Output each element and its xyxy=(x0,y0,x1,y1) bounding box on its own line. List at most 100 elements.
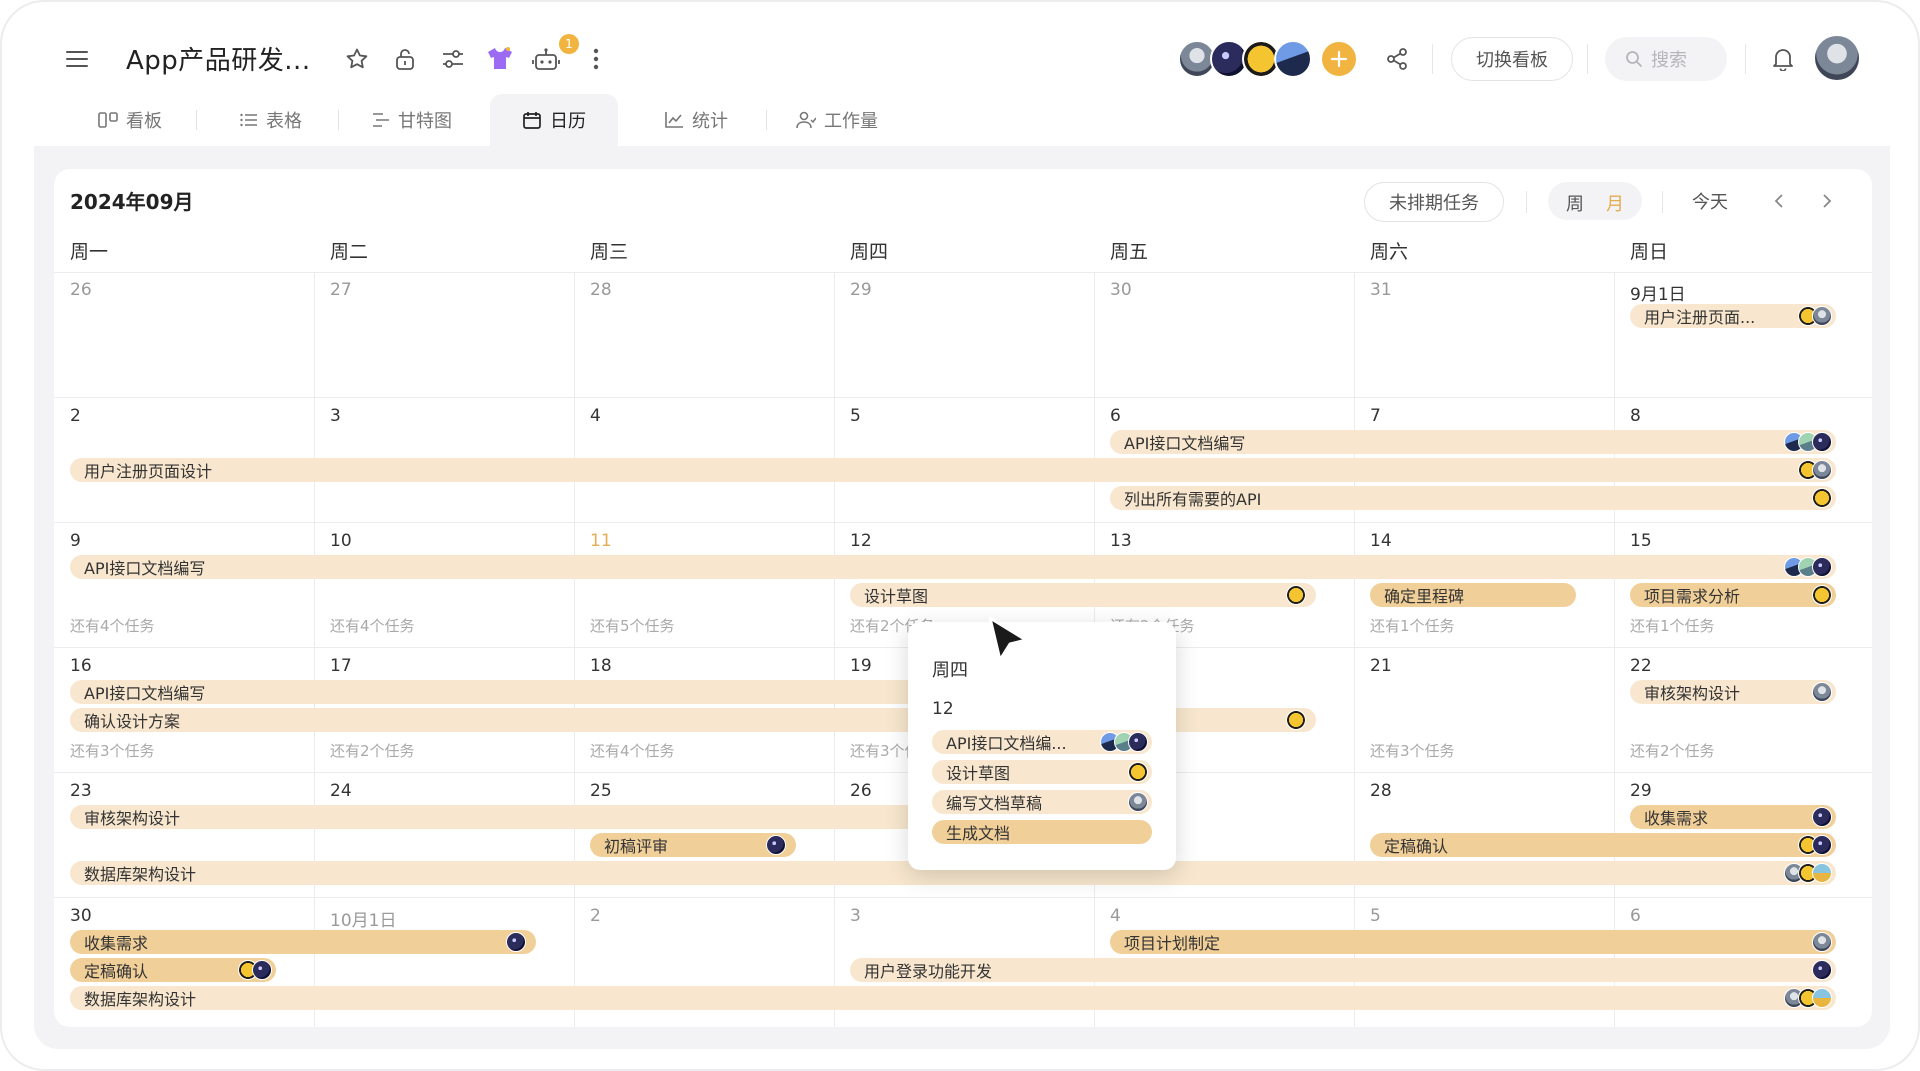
star-icon[interactable] xyxy=(342,44,372,74)
task-bar[interactable]: API接口文档编写 xyxy=(1110,430,1836,454)
task-bar[interactable]: 定稿确认 xyxy=(70,958,276,982)
day-number[interactable]: 5 xyxy=(1370,906,1381,926)
day-number[interactable]: 24 xyxy=(330,781,352,801)
day-number[interactable]: 26 xyxy=(850,781,872,801)
popover-task[interactable]: API接口文档编... xyxy=(932,730,1152,754)
day-number[interactable]: 3 xyxy=(850,906,861,926)
tab-stats[interactable]: 统计 xyxy=(664,94,728,146)
day-number[interactable]: 13 xyxy=(1110,531,1132,551)
project-title[interactable]: App产品研发... xyxy=(126,46,311,76)
day-tasks-popover[interactable]: 周四 12 API接口文档编... 设计草图 编写文档草稿 生成文档 xyxy=(908,622,1176,870)
task-bar[interactable]: API接口文档编写 xyxy=(70,680,960,704)
day-number[interactable]: 28 xyxy=(590,280,612,300)
theme-shirt-icon[interactable] xyxy=(484,42,516,74)
more-tasks-link[interactable]: 还有2个任务 xyxy=(1630,742,1715,760)
add-member-button[interactable] xyxy=(1320,40,1358,78)
tab-calendar[interactable]: 日历 xyxy=(490,94,618,146)
task-bar[interactable]: 数据库架构设计 xyxy=(70,986,1836,1010)
task-bar[interactable]: 收集需求 xyxy=(70,930,536,954)
prev-month-button[interactable] xyxy=(1766,187,1792,215)
day-number[interactable]: 19 xyxy=(850,656,872,676)
lock-icon[interactable] xyxy=(390,44,420,74)
day-number[interactable]: 8 xyxy=(1630,406,1641,426)
day-number[interactable]: 30 xyxy=(1110,280,1132,300)
task-bar[interactable]: 收集需求 xyxy=(1630,805,1836,829)
day-number[interactable]: 6 xyxy=(1110,406,1121,426)
day-number[interactable]: 3 xyxy=(330,406,341,426)
day-number[interactable]: 9 xyxy=(70,531,81,551)
more-tasks-link[interactable]: 还有5个任务 xyxy=(590,617,675,635)
day-number[interactable]: 16 xyxy=(70,656,92,676)
day-number[interactable]: 2 xyxy=(70,406,81,426)
share-icon[interactable] xyxy=(1382,44,1412,74)
task-bar[interactable]: 项目需求分析 xyxy=(1630,583,1836,607)
avatar[interactable] xyxy=(1274,40,1312,78)
day-number[interactable]: 15 xyxy=(1630,531,1652,551)
menu-icon[interactable] xyxy=(62,44,92,74)
day-number[interactable]: 4 xyxy=(1110,906,1121,926)
filter-sliders-icon[interactable] xyxy=(438,44,468,74)
day-number[interactable]: 31 xyxy=(1370,280,1392,300)
switch-board-button[interactable]: 切换看板 xyxy=(1451,37,1573,81)
avatar[interactable] xyxy=(1242,40,1280,78)
task-bar[interactable]: 审核架构设计 xyxy=(70,805,960,829)
day-number[interactable]: 17 xyxy=(330,656,352,676)
day-number[interactable]: 14 xyxy=(1370,531,1392,551)
popover-task[interactable]: 编写文档草稿 xyxy=(932,790,1152,814)
day-number[interactable]: 23 xyxy=(70,781,92,801)
day-number[interactable]: 18 xyxy=(590,656,612,676)
more-tasks-link[interactable]: 还有3个任务 xyxy=(1370,742,1455,760)
more-tasks-link[interactable]: 还有2个任务 xyxy=(330,742,415,760)
more-tasks-link[interactable]: 还有3个任务 xyxy=(70,742,155,760)
avatar[interactable] xyxy=(1178,40,1216,78)
task-bar[interactable]: 项目计划制定 xyxy=(1110,930,1836,954)
day-number[interactable]: 28 xyxy=(1370,781,1392,801)
day-number[interactable]: 4 xyxy=(590,406,601,426)
task-bar[interactable]: API接口文档编写 xyxy=(70,555,1836,579)
day-number[interactable]: 25 xyxy=(590,781,612,801)
task-bar[interactable]: 初稿评审 xyxy=(590,833,796,857)
task-bar[interactable]: 用户注册页面设计 xyxy=(70,458,1836,482)
view-month-option[interactable]: 月 xyxy=(1606,194,1624,215)
tab-table[interactable]: 表格 xyxy=(240,94,302,146)
popover-task[interactable]: 设计草图 xyxy=(932,760,1152,784)
task-bar[interactable]: 设计草图 xyxy=(850,583,1316,607)
user-avatar[interactable] xyxy=(1815,36,1859,80)
task-bar[interactable]: 用户注册页面... xyxy=(1630,304,1836,328)
day-number[interactable]: 22 xyxy=(1630,656,1652,676)
more-vertical-icon[interactable] xyxy=(582,44,610,74)
day-number[interactable]: 30 xyxy=(70,906,92,926)
next-month-button[interactable] xyxy=(1814,187,1840,215)
day-number[interactable]: 29 xyxy=(850,280,872,300)
day-number[interactable]: 2 xyxy=(590,906,601,926)
day-number[interactable]: 9月1日 xyxy=(1630,285,1686,305)
view-mode-toggle[interactable]: 周 月 xyxy=(1548,182,1642,220)
task-bar[interactable]: 用户登录功能开发 xyxy=(850,958,1836,982)
unscheduled-tasks-button[interactable]: 未排期任务 xyxy=(1364,182,1504,222)
robot-icon[interactable] xyxy=(530,44,562,76)
today-day-number[interactable]: 11 xyxy=(590,531,612,551)
task-bar[interactable]: 审核架构设计 xyxy=(1630,680,1836,704)
day-number[interactable]: 7 xyxy=(1370,406,1381,426)
more-tasks-link[interactable]: 还有4个任务 xyxy=(70,617,155,635)
day-number[interactable]: 12 xyxy=(850,531,872,551)
day-number[interactable]: 5 xyxy=(850,406,861,426)
bell-icon[interactable] xyxy=(1768,44,1798,74)
task-bar[interactable]: 数据库架构设计 xyxy=(70,861,1836,885)
day-number[interactable]: 27 xyxy=(330,280,352,300)
day-number[interactable]: 21 xyxy=(1370,656,1392,676)
day-number[interactable]: 10月1日 xyxy=(330,911,397,931)
tab-workload[interactable]: 工作量 xyxy=(796,94,878,146)
day-number[interactable]: 6 xyxy=(1630,906,1641,926)
more-tasks-link[interactable]: 还有4个任务 xyxy=(330,617,415,635)
view-week-option[interactable]: 周 xyxy=(1566,194,1584,215)
task-bar[interactable]: 定稿确认 xyxy=(1370,833,1836,857)
tab-kanban[interactable]: 看板 xyxy=(98,94,162,146)
more-tasks-link[interactable]: 还有1个任务 xyxy=(1370,617,1455,635)
day-number[interactable]: 26 xyxy=(70,280,92,300)
task-bar[interactable]: 确定里程碑 xyxy=(1370,583,1576,607)
tab-gantt[interactable]: 甘特图 xyxy=(372,94,452,146)
day-number[interactable]: 29 xyxy=(1630,781,1652,801)
popover-task[interactable]: 生成文档 xyxy=(932,820,1152,844)
more-tasks-link[interactable]: 还有1个任务 xyxy=(1630,617,1715,635)
